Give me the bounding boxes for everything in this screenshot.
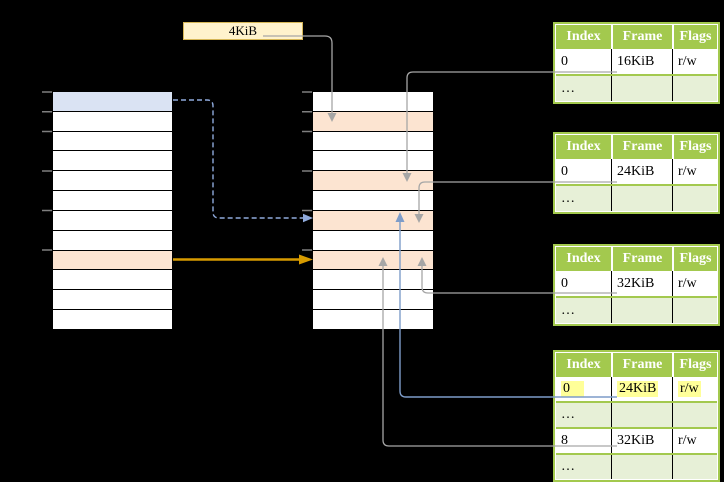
table-row: … [556, 401, 717, 427]
cell-frame: 16KiB [611, 49, 672, 74]
cell-index: … [561, 407, 575, 422]
cell-index: 0 [561, 275, 568, 291]
memory-block [313, 171, 433, 192]
memory-block [313, 191, 433, 211]
cell-flags: r/w [672, 429, 717, 453]
cell-flags: r/w [672, 159, 717, 184]
memory-block [313, 270, 433, 291]
cell-frame [611, 403, 672, 427]
cell-index: … [561, 80, 575, 96]
cell-flags [672, 186, 717, 211]
cell-frame [611, 186, 672, 211]
header-frame: Frame [611, 135, 672, 159]
table-row: … [556, 296, 717, 323]
table-row: 8 32KiB r/w [556, 427, 717, 453]
header-index: Index [556, 135, 611, 159]
memory-block [53, 210, 172, 231]
cell-flags [672, 76, 717, 101]
page-table-level2: Index Frame Flags 0 24KiB r/w … 8 32KiB … [553, 350, 720, 482]
left-column-ticks [42, 91, 52, 251]
table-row-highlighted: 0 24KiB r/w [556, 377, 717, 401]
header-flags: Flags [672, 353, 717, 377]
memory-block [313, 310, 433, 329]
cell-frame [611, 298, 672, 323]
page-table-24kib: Index Frame Flags 0 24KiB r/w … [553, 132, 720, 214]
cell-index: 0 [561, 163, 568, 179]
cell-frame [611, 76, 672, 101]
memory-block [313, 230, 433, 251]
header-index: Index [556, 353, 611, 377]
header-index: Index [556, 247, 611, 271]
memory-block [53, 92, 172, 112]
cell-flags [672, 298, 717, 323]
header-frame: Frame [611, 353, 672, 377]
header-index: Index [556, 25, 611, 49]
cell-flags: r/w [672, 49, 717, 74]
memory-block [313, 250, 433, 271]
connector-dashed-left-to-middle [173, 99, 303, 219]
cell-index: 8 [561, 433, 568, 448]
memory-block [53, 250, 172, 271]
memory-block [53, 310, 172, 329]
page-table-header: Index Frame Flags [556, 247, 717, 271]
header-flags: Flags [672, 247, 717, 271]
memory-block [313, 210, 433, 231]
cell-index: … [561, 459, 575, 474]
arrowhead-right-orange [299, 254, 313, 265]
memory-block [53, 131, 172, 152]
highlighted-value: 24KiB [617, 381, 659, 397]
header-flags: Flags [672, 25, 717, 49]
memory-block [53, 191, 172, 211]
memory-block [313, 131, 433, 152]
page-table-header: Index Frame Flags [556, 353, 717, 377]
table-row: 0 16KiB r/w [556, 49, 717, 74]
table-row: … [556, 184, 717, 211]
free-block-size-label: 4KiB [183, 22, 303, 40]
cell-flags: r/w [672, 377, 717, 401]
memory-block [53, 171, 172, 192]
memory-block [313, 111, 433, 132]
page-table-header: Index Frame Flags [556, 135, 717, 159]
cell-frame: 32KiB [611, 271, 672, 296]
table-row: … [556, 74, 717, 101]
cell-flags: r/w [672, 271, 717, 296]
highlighted-value: r/w [678, 381, 701, 397]
table-row: … [556, 453, 717, 479]
memory-block [53, 230, 172, 251]
cell-index: 0 [556, 377, 611, 401]
page-table-32kib: Index Frame Flags 0 32KiB r/w … [553, 244, 720, 326]
header-frame: Frame [611, 247, 672, 271]
memory-block [53, 290, 172, 311]
cell-index: … [561, 190, 575, 206]
highlighted-value: 0 [561, 381, 584, 397]
cell-frame: 24KiB [611, 377, 672, 401]
table-row: 0 24KiB r/w [556, 159, 717, 184]
header-frame: Frame [611, 25, 672, 49]
cell-index: 0 [561, 53, 568, 69]
middle-column-ticks [302, 91, 312, 251]
page-table-16kib: Index Frame Flags 0 16KiB r/w … [553, 22, 720, 104]
table-row: 0 32KiB r/w [556, 271, 717, 296]
cell-flags [672, 455, 717, 479]
first-level-memory-column [52, 91, 173, 330]
header-flags: Flags [672, 135, 717, 159]
cell-frame: 24KiB [611, 159, 672, 184]
cell-frame: 32KiB [611, 429, 672, 453]
memory-block [313, 92, 433, 112]
second-level-memory-column [312, 91, 434, 330]
memory-block [313, 151, 433, 172]
memory-block [53, 270, 172, 291]
cell-frame [611, 455, 672, 479]
cell-flags [672, 403, 717, 427]
page-table-header: Index Frame Flags [556, 25, 717, 49]
memory-block [53, 111, 172, 132]
memory-block [313, 290, 433, 311]
cell-index: … [561, 302, 575, 318]
memory-block [53, 151, 172, 172]
free-block-size-text: 4KiB [228, 23, 258, 38]
